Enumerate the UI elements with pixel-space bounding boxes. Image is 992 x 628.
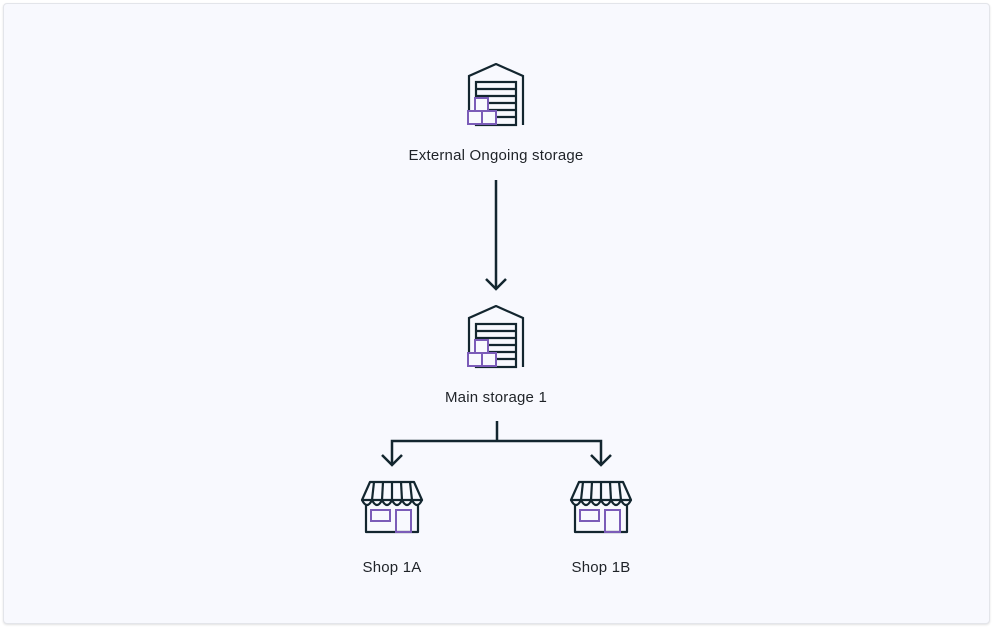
- edge-main-to-shops: [390, 421, 603, 464]
- node-label: Main storage 1: [444, 389, 548, 406]
- shop-icon: [360, 480, 424, 534]
- arrowhead-shop1b: [590, 454, 612, 467]
- node-external-storage[interactable]: External Ongoing storage: [396, 63, 596, 164]
- node-shop-1a[interactable]: Shop 1A: [332, 480, 452, 576]
- edge-external-to-main: [485, 180, 507, 291]
- node-label: Shop 1B: [571, 559, 631, 576]
- node-shop-1b[interactable]: Shop 1B: [541, 480, 661, 576]
- node-label: External Ongoing storage: [408, 147, 584, 164]
- node-label: Shop 1A: [362, 559, 422, 576]
- node-main-storage[interactable]: Main storage 1: [396, 305, 596, 406]
- arrowhead-shop1a: [381, 454, 403, 467]
- warehouse-icon: [467, 305, 525, 369]
- shop-icon: [569, 480, 633, 534]
- diagram-canvas: [3, 3, 990, 624]
- warehouse-icon: [467, 63, 525, 127]
